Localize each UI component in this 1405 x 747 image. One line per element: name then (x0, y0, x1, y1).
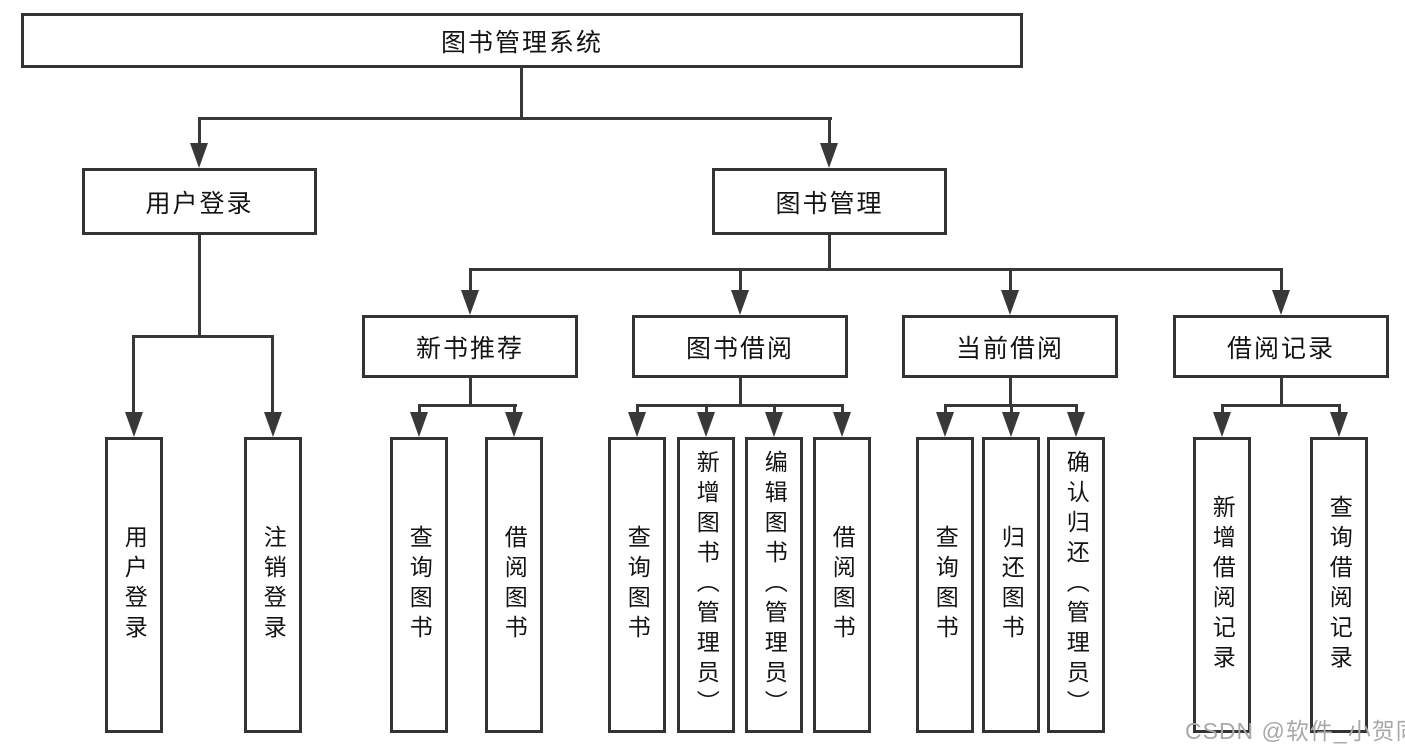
arrow-to-current-icon (1001, 290, 1019, 315)
arrow-to-leaf-logout-icon (264, 412, 282, 437)
connector-new-book-stub (469, 378, 472, 406)
connector-root-stub (520, 67, 523, 118)
connector-borrow-records-stub (1280, 378, 1283, 406)
arrow-down-icon (697, 412, 715, 437)
arrow-down-icon (765, 412, 783, 437)
node-current-borrow: 当前借阅 (902, 315, 1118, 378)
leaf-label: 确认归还（管理员） (1063, 450, 1090, 720)
arrow-down-icon (505, 412, 523, 437)
arrow-to-user-login-icon (190, 143, 208, 168)
arrow-down-icon (1002, 412, 1020, 437)
arrow-down-icon (1330, 412, 1348, 437)
connector-book-borrow-stub (739, 378, 742, 406)
connector-leaf-shaft (418, 404, 421, 415)
arrow-down-icon (1213, 412, 1231, 437)
leaf-query-books-borrow: 查询图书 (608, 437, 666, 733)
arrow-down-icon (628, 412, 646, 437)
leaf-logout: 注销登录 (244, 437, 302, 733)
arrow-down-icon (1067, 412, 1085, 437)
leaf-confirm-return-admin: 确认归还（管理员） (1047, 437, 1105, 733)
arrow-to-new-book-icon (461, 290, 479, 315)
leaf-label: 新增借阅记录 (1209, 495, 1236, 675)
leaf-query-borrow-record: 查询借阅记录 (1310, 437, 1368, 733)
leaf-label: 借阅图书 (501, 525, 528, 645)
connector-user-login-stub (198, 235, 201, 337)
connector-leaf-shaft (841, 404, 844, 415)
connector-book-borrow-rail (636, 404, 844, 407)
connector-to-records-shaft (1280, 268, 1283, 292)
node-book-management: 图书管理 (712, 168, 947, 235)
connector-leaf-shaft (513, 404, 516, 415)
leaf-borrow-books: 借阅图书 (813, 437, 871, 733)
connector-root-rail (198, 117, 832, 120)
leaf-borrow-books-recommend: 借阅图书 (485, 437, 543, 733)
connector-leaf-shaft (1338, 404, 1341, 415)
connector-user-login-rail (132, 335, 274, 338)
leaf-label: 归还图书 (998, 525, 1025, 645)
node-user-login-label: 用户登录 (145, 189, 254, 218)
connector-to-borrow-shaft (739, 268, 742, 292)
leaf-user-login-label: 用户登录 (121, 525, 148, 645)
leaf-edit-books-admin: 编辑图书（管理员） (745, 437, 803, 733)
arrow-to-records-icon (1272, 290, 1290, 315)
connector-leaf-shaft (1010, 404, 1013, 415)
arrow-down-icon (936, 412, 954, 437)
leaf-label: 查询图书 (624, 525, 651, 645)
connector-leaf-shaft (705, 404, 708, 415)
arrow-to-leaf-login-icon (125, 412, 143, 437)
leaf-add-borrow-record: 新增借阅记录 (1193, 437, 1251, 733)
connector-to-current-shaft (1009, 268, 1012, 292)
node-book-management-label: 图书管理 (775, 189, 884, 218)
leaf-query-books-current: 查询图书 (916, 437, 974, 733)
node-current-borrow-label: 当前借阅 (955, 334, 1064, 363)
leaf-logout-label: 注销登录 (260, 525, 287, 645)
node-library-system-label: 图书管理系统 (440, 28, 603, 57)
arrow-to-borrow-icon (731, 290, 749, 315)
connector-leaf-shaft (944, 404, 947, 415)
node-user-login: 用户登录 (82, 168, 317, 235)
node-book-borrow: 图书借阅 (632, 315, 848, 378)
arrow-to-book-mgmt-icon (820, 143, 838, 168)
arrow-down-icon (833, 412, 851, 437)
connector-to-leaf-login-shaft (132, 335, 135, 414)
leaf-label: 借阅图书 (829, 525, 856, 645)
connector-leaf-shaft (1221, 404, 1224, 415)
leaf-label: 查询图书 (932, 525, 959, 645)
watermark: CSDN @软件_小贺同学 (1185, 718, 1405, 744)
node-new-book-recommend-label: 新书推荐 (415, 334, 524, 363)
connector-book-mgmt-stub (828, 235, 831, 271)
leaf-label: 查询图书 (406, 525, 433, 645)
connector-current-borrow-stub (1009, 378, 1012, 406)
connector-to-user-login-shaft (198, 117, 201, 145)
connector-to-new-book-shaft (469, 268, 472, 292)
connector-leaf-shaft (1075, 404, 1078, 415)
leaf-return-books: 归还图书 (982, 437, 1040, 733)
connector-new-book-rail (418, 404, 517, 407)
connector-leaf-shaft (636, 404, 639, 415)
connector-borrow-records-rail (1221, 404, 1341, 407)
node-library-system: 图书管理系统 (21, 13, 1023, 68)
node-borrow-records-label: 借阅记录 (1226, 334, 1335, 363)
node-book-borrow-label: 图书借阅 (685, 334, 794, 363)
connector-book-mgmt-rail (469, 268, 1283, 271)
leaf-user-login: 用户登录 (105, 437, 163, 733)
leaf-label: 新增图书（管理员） (693, 450, 720, 720)
leaf-label: 查询借阅记录 (1326, 495, 1353, 675)
arrow-down-icon (410, 412, 428, 437)
connector-to-book-mgmt-shaft (828, 117, 831, 145)
leaf-add-books-admin: 新增图书（管理员） (677, 437, 735, 733)
connector-to-leaf-logout-shaft (271, 335, 274, 414)
node-new-book-recommend: 新书推荐 (362, 315, 578, 378)
connector-leaf-shaft (773, 404, 776, 415)
leaf-query-books-recommend: 查询图书 (390, 437, 448, 733)
leaf-label: 编辑图书（管理员） (761, 450, 788, 720)
node-borrow-records: 借阅记录 (1173, 315, 1389, 378)
